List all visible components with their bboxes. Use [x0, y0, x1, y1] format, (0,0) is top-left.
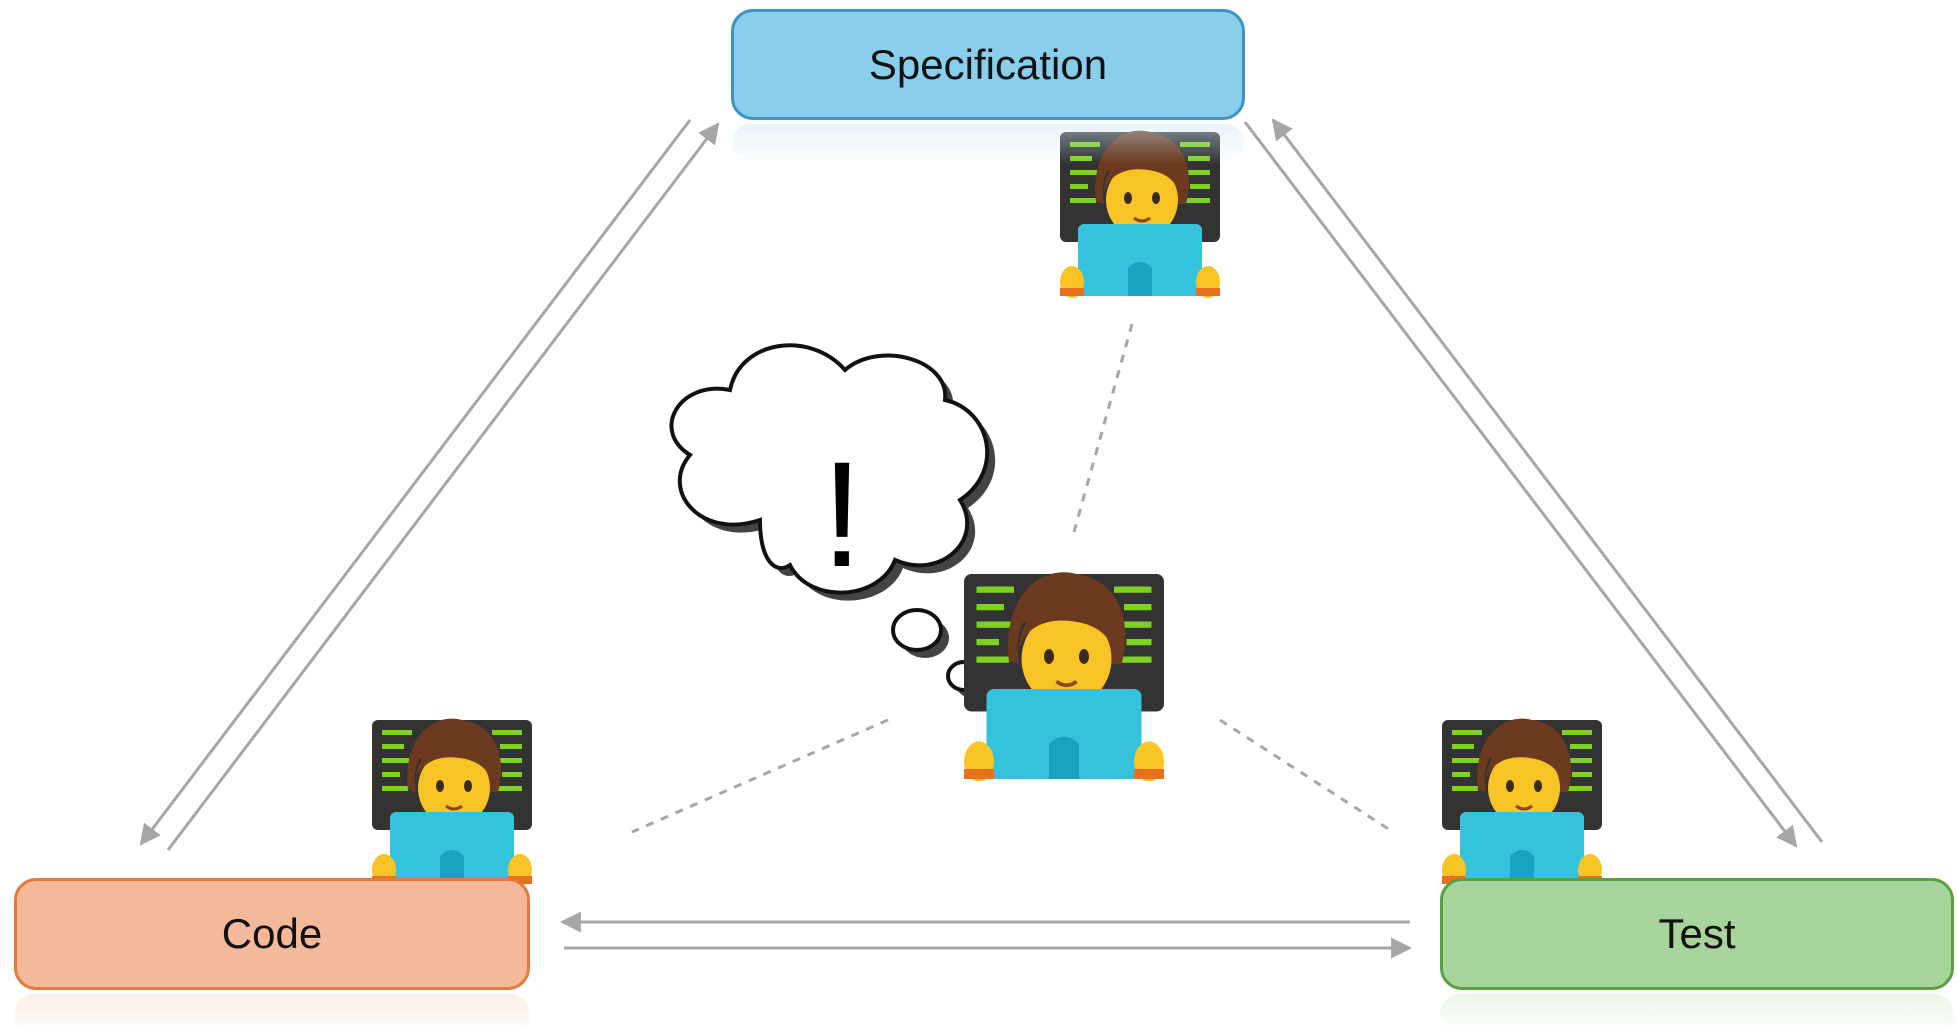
- code-reflection: [14, 994, 530, 1034]
- arrow-code-to-spec: [166, 122, 720, 851]
- technologist-icon-center: [962, 570, 1166, 784]
- technologist-icon-code: [370, 717, 534, 888]
- test-label: Test: [1658, 910, 1736, 957]
- test-node: Test: [1440, 878, 1954, 990]
- code-node: Code: [14, 878, 530, 990]
- dashed-link-code: [631, 718, 889, 834]
- arrow-spec-to-code: [139, 119, 692, 846]
- specification-label: Specification: [868, 40, 1108, 88]
- thought-bubble-icon: !: [669, 343, 996, 698]
- code-label: Code: [221, 910, 323, 957]
- arrow-test-to-spec: [1271, 118, 1824, 843]
- specification-node: Specification: [731, 9, 1245, 120]
- dashed-link-test: [1219, 718, 1391, 832]
- dashed-link-spec: [1072, 323, 1134, 533]
- technologist-icon-test: [1440, 717, 1604, 888]
- thought-exclamation: !: [821, 430, 863, 598]
- test-reflection: [1440, 994, 1954, 1034]
- specification-reflection: [731, 124, 1245, 164]
- arrow-spec-to-test: [1243, 121, 1798, 848]
